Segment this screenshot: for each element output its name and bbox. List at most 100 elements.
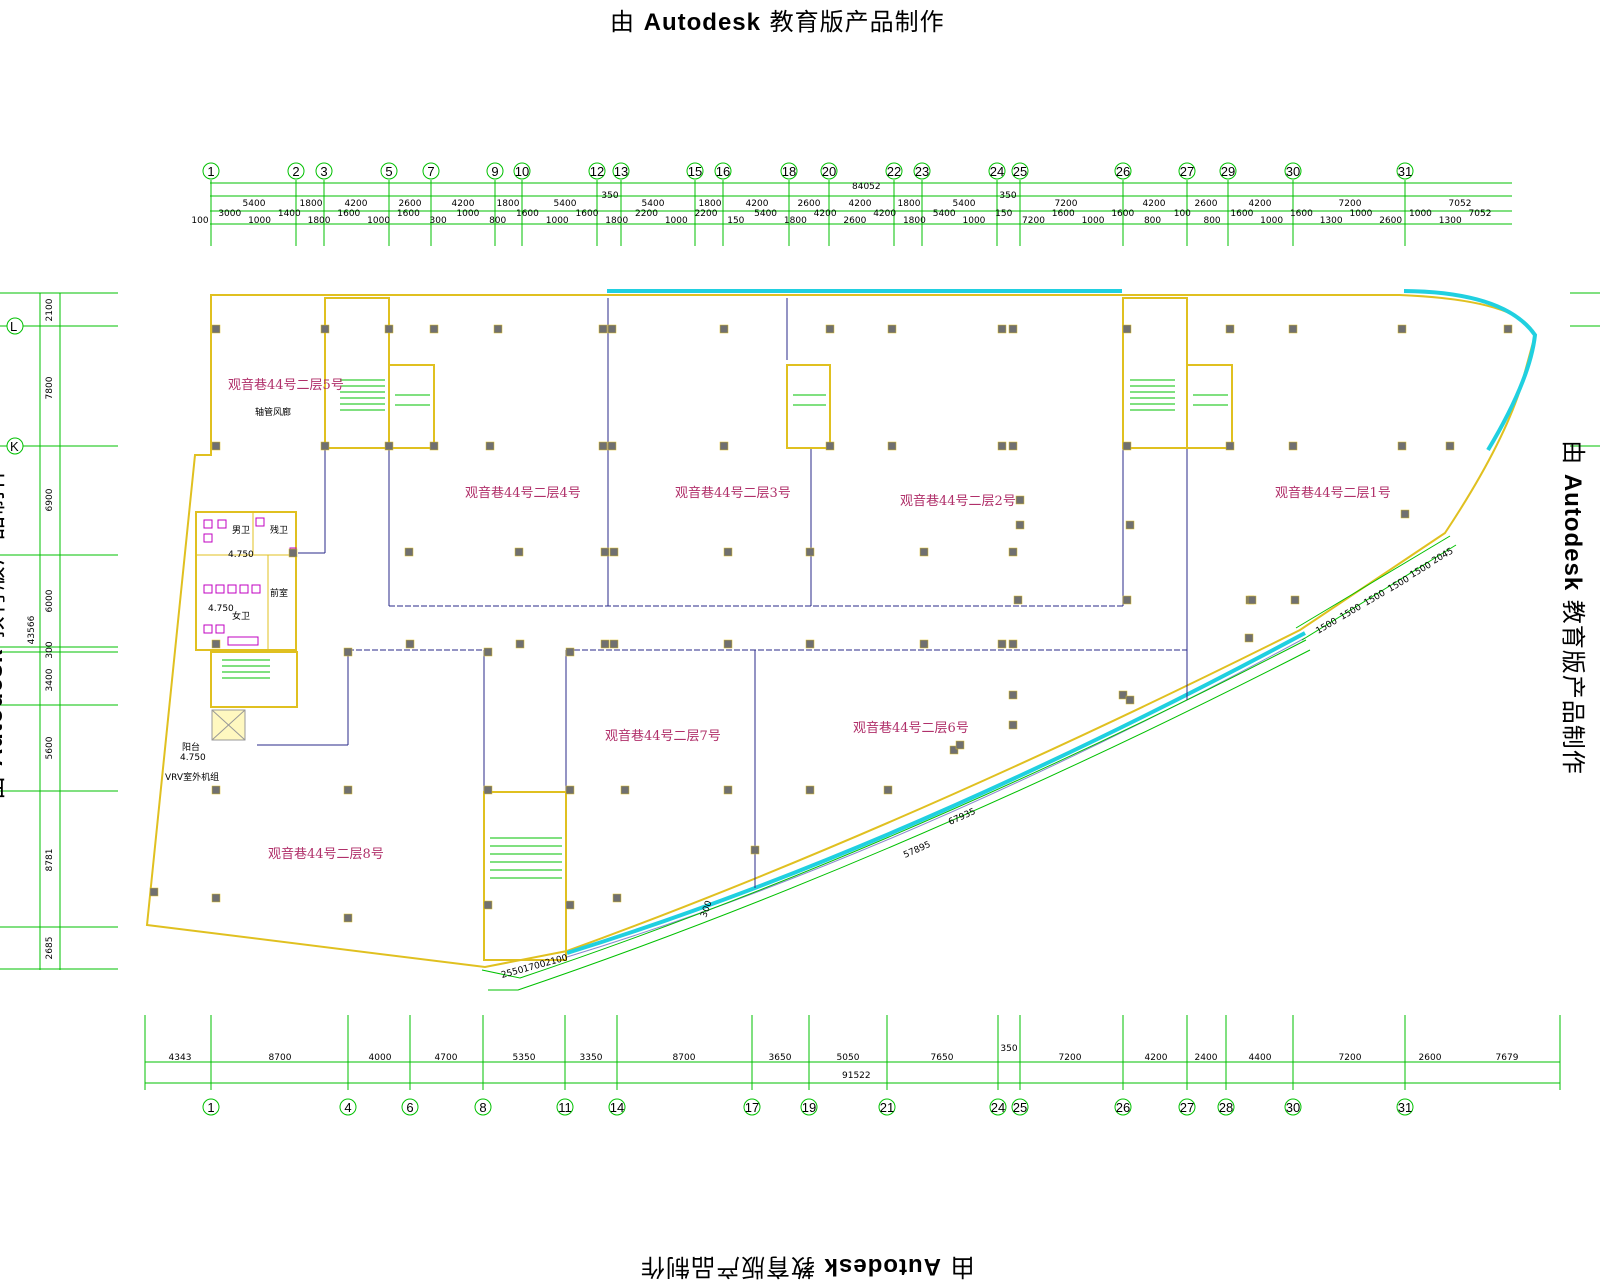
column: [598, 441, 608, 451]
column: [565, 647, 575, 657]
column: [1122, 324, 1132, 334]
column: [1008, 441, 1018, 451]
room-6: 观音巷44号二层6号: [853, 720, 969, 736]
top-dim-value: 1000: [1409, 209, 1432, 219]
top-dim-value: 800: [489, 216, 506, 226]
top-axis-bubble: [1284, 162, 1302, 180]
left-axis-bubbles: L K: [6, 317, 24, 455]
column: [211, 893, 221, 903]
top-axis-bubble: [1011, 162, 1029, 180]
column: [1008, 720, 1018, 730]
top-axis-bubble: [714, 162, 732, 180]
top-dim-value: 1300: [1439, 216, 1462, 226]
curve-dim-4: 1500: [1387, 574, 1412, 594]
top-dim-value: 1600: [1111, 209, 1134, 219]
top-axis-label: 27: [1180, 164, 1194, 179]
column: [719, 324, 729, 334]
watermark-prefix: 由: [941, 1253, 975, 1281]
top-dim-value: 1600: [516, 209, 539, 219]
top-dim-value: 150: [995, 209, 1012, 219]
bottom-axis-label: 25: [1013, 1100, 1027, 1115]
top-dim-value: 1000: [248, 216, 271, 226]
top-dim-value: 100: [1174, 209, 1191, 219]
top-axis-bubble: [1396, 162, 1414, 180]
column: [343, 913, 353, 923]
bottom-axis-label: 8: [479, 1100, 486, 1115]
column: [805, 785, 815, 795]
left-dim-value: 2100: [45, 298, 55, 321]
room-1: 观音巷44号二层1号: [1275, 485, 1391, 501]
bottom-dim-value: 4000: [369, 1053, 392, 1063]
column: [805, 639, 815, 649]
column: [887, 441, 897, 451]
top-axis-bubble: [588, 162, 606, 180]
top-axis-bubble: [988, 162, 1006, 180]
top-dim-value: 1800: [300, 199, 323, 209]
bottom-axis-bubble: [339, 1098, 357, 1116]
left-dim-value: 6000: [45, 589, 55, 612]
column: [919, 547, 929, 557]
top-axis-bubble: [780, 162, 798, 180]
top-axis-bubble: [315, 162, 333, 180]
column: [1290, 595, 1300, 605]
top-axis-bubble: [486, 162, 504, 180]
bottom-small-dim-1: 2550: [500, 965, 525, 981]
watermark-brand: Autodesk: [1558, 473, 1586, 592]
bottom-axis-label: 27: [1180, 1100, 1194, 1115]
top-dim-value: 1000: [963, 216, 986, 226]
curve-dim-3: 1500: [1363, 588, 1388, 608]
column: [1008, 324, 1018, 334]
watermark-suffix: 教育版产品制作: [640, 1253, 824, 1281]
column: [1503, 324, 1513, 334]
bottom-axis-bubble: [1178, 1098, 1196, 1116]
top-dim-value: 7200: [1055, 199, 1078, 209]
top-overall-dim: 84052: [852, 182, 881, 192]
top-dim-value: 1300: [1320, 216, 1343, 226]
top-dim-value: 4200: [452, 199, 475, 209]
label-male-wc: 男卫: [232, 525, 250, 536]
left-dim-value: 3400: [45, 668, 55, 691]
top-axis-label: 12: [590, 164, 604, 179]
top-dim-value: 1600: [1230, 209, 1253, 219]
watermark-top: 由 Autodesk 教育版产品制作: [610, 2, 945, 37]
top-axis-bubble: [202, 162, 220, 180]
column: [429, 324, 439, 334]
bottom-dim-value: 4343: [169, 1053, 192, 1063]
column: [405, 639, 415, 649]
top-dim-value: 1600: [337, 209, 360, 219]
top-axis-bubble: [612, 162, 630, 180]
column: [997, 324, 1007, 334]
bottom-axis-bubble: [608, 1098, 626, 1116]
watermark-right: 由 Autodesk 教育版产品制作: [1558, 440, 1593, 775]
column: [887, 324, 897, 334]
bottom-axis-label: 17: [745, 1100, 759, 1115]
top-axis-bubble: [1114, 162, 1132, 180]
column: [320, 441, 330, 451]
top-dim-value: 5400: [554, 199, 577, 209]
column: [620, 785, 630, 795]
left-dim-value: 2685: [45, 937, 55, 960]
room-4: 观音巷44号二层4号: [465, 485, 581, 501]
column: [607, 441, 617, 451]
column: [429, 441, 439, 451]
column: [1244, 633, 1254, 643]
column: [607, 324, 617, 334]
column: [949, 745, 959, 755]
top-dim-value: 7200: [1022, 216, 1045, 226]
bottom-axis-label: 21: [880, 1100, 894, 1115]
top-dim-value: 7200: [1339, 199, 1362, 209]
top-dim-value: 150: [727, 216, 744, 226]
bottom-dim-value: 2600: [1419, 1053, 1442, 1063]
column: [1247, 595, 1257, 605]
bottom-axis-bubble: [1284, 1098, 1302, 1116]
top-axis-label: 18: [782, 164, 796, 179]
top-dimension-lines: [210, 182, 1512, 225]
bottom-dim-value: 7200: [1339, 1053, 1362, 1063]
top-axis-label: 3: [320, 164, 327, 179]
column: [609, 547, 619, 557]
top-dim-value: 4200: [345, 199, 368, 209]
top-dim-value: 4200: [814, 209, 837, 219]
column: [483, 647, 493, 657]
top-dim-value: 1000: [1082, 216, 1105, 226]
